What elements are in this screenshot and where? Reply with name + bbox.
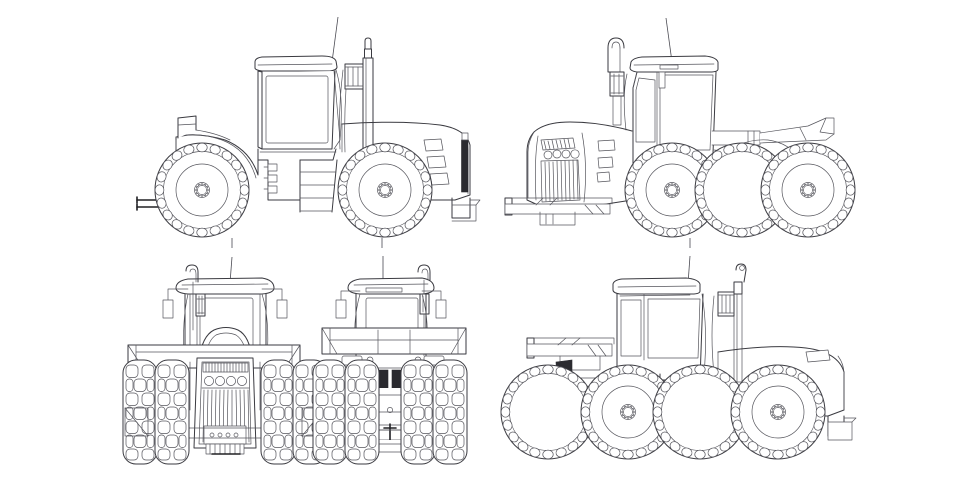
air-cleaner-canister-5 (717, 291, 735, 317)
cab-door-window-5 (647, 298, 701, 359)
view-right-side-elevation (136, 16, 481, 248)
rear-cowl-box (177, 115, 231, 141)
hood-grille-dark-strip (461, 139, 469, 193)
grille-panel (540, 159, 581, 203)
antenna-mast-icon-2 (665, 17, 673, 63)
louver-strip (202, 362, 249, 373)
cab-roof-lip (619, 294, 691, 297)
cab-roof-seam-3 (181, 283, 269, 286)
hood-vent-5 (805, 349, 831, 363)
tire-left-inner (154, 359, 190, 465)
headlamp-row (543, 149, 580, 160)
front-weight-plate (451, 204, 477, 222)
roof-rear-strip (365, 287, 403, 293)
louver-bars (205, 362, 246, 373)
cab-front-window-5 (620, 299, 642, 357)
engine-hood-nose (198, 327, 253, 361)
rear-wheel (154, 142, 250, 238)
grille-left-frame (534, 135, 539, 201)
rear-fender-inner (175, 134, 257, 179)
exhaust-stack (362, 37, 374, 153)
antenna-mast-icon (331, 16, 339, 63)
mirror-left-4 (335, 290, 361, 319)
air-cleaner-canister (344, 63, 364, 90)
view-front-elevation (122, 256, 328, 465)
cab-roof-seam (257, 63, 333, 66)
cab-roof-5 (612, 277, 701, 295)
hood-marker-lamp (461, 132, 469, 141)
front-grille-3 (193, 357, 257, 449)
hood-vents (423, 138, 450, 186)
grille-bars (544, 159, 579, 202)
cab-roof-2 (629, 55, 719, 73)
mirror-right-4 (421, 290, 447, 319)
grille-bars-3 (202, 389, 250, 443)
mirror-left (162, 288, 189, 319)
tire-rear-left-outer (312, 359, 348, 465)
hood-rear-edge-5 (837, 355, 845, 411)
rear-fender-beam (321, 327, 467, 355)
cab-roof-seam-5 (617, 285, 697, 288)
cab-door-window-2 (659, 74, 714, 151)
mirror-right (261, 288, 288, 319)
cab-rear-strut (339, 69, 344, 150)
grille-inner-frame (198, 361, 252, 445)
front-wheel (337, 142, 433, 238)
tire-right-inner (260, 359, 296, 465)
hydraulic-couplers (263, 163, 278, 194)
chassis-rails (189, 361, 261, 411)
headlamp-row-3 (204, 376, 247, 386)
exhaust-pipe-3 (185, 264, 206, 361)
exhaust-stack-5 (733, 263, 747, 383)
tire-rear-right-inner (400, 359, 436, 465)
cab-door-handle (658, 71, 666, 89)
cab-door-window (265, 75, 329, 144)
cab-roof (254, 55, 338, 72)
bumper-tab (469, 199, 481, 206)
hood-nose-inner (204, 332, 248, 359)
hood-vents-2 (596, 139, 616, 183)
cab-roof-3 (175, 277, 275, 295)
cab-front-pillar (257, 70, 263, 150)
front-weight-bracket (451, 197, 471, 219)
front-weight-carrier (203, 425, 247, 455)
front-grille-assembly (534, 132, 586, 203)
cab-front-window (635, 77, 656, 143)
engine-hood-2 (526, 121, 633, 206)
rear-wheel-outer (760, 142, 856, 238)
view-rear-elevation (312, 256, 468, 465)
cab-front-strut-2 (623, 73, 628, 131)
tire-rear-left-inner (344, 359, 380, 465)
grille-right-frame (581, 132, 586, 203)
rear-weight-bracket-5 (827, 415, 857, 441)
engine-hood (341, 121, 471, 201)
roof-beacon-strip (659, 64, 679, 70)
hood-nose-edge (527, 131, 535, 199)
view-side-elevation-dual-wheels (500, 255, 857, 460)
view-left-side-elevation (504, 17, 856, 248)
cab-roof-seam-2 (633, 63, 715, 66)
front-bumper-frame (504, 197, 613, 226)
cab-windshield-slant (632, 71, 638, 89)
cab-rear-glass-edge (335, 69, 342, 141)
exhaust-pipe-curved (607, 37, 625, 126)
tire-rear-right-outer (432, 359, 468, 465)
exhaust-bracket (344, 88, 347, 153)
wheel-rear-outer-5 (730, 364, 826, 460)
cab-roof-seam-4 (353, 283, 429, 286)
cab-lower-skirt (257, 148, 337, 201)
access-ladder (299, 159, 338, 213)
weight-box-left-diag (124, 407, 149, 437)
